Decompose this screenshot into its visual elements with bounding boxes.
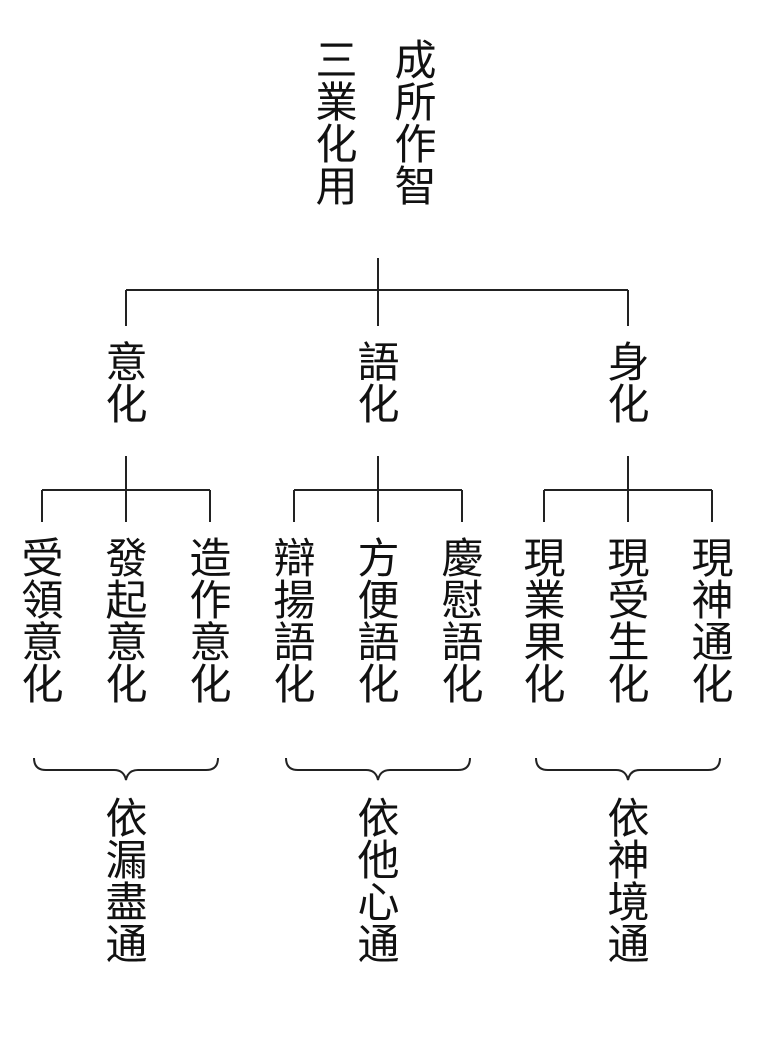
leaf-1-2: 發起意化 — [99, 536, 148, 704]
brace-1 — [33, 757, 219, 781]
brace-2 — [285, 757, 471, 781]
group-label-3: 依神境通 — [601, 796, 650, 964]
leaf-2-2: 方便語化 — [351, 536, 400, 704]
leaf-2-1: 辯揚語化 — [267, 536, 316, 704]
group-label-1: 依漏盡通 — [99, 796, 148, 964]
branch-label-2: 語化 — [351, 340, 400, 424]
leaf-1-3: 造作意化 — [183, 536, 232, 704]
brace-3 — [535, 757, 721, 781]
root-left-label: 三業化用 — [309, 38, 358, 206]
leaf-3-1: 現業果化 — [517, 536, 566, 704]
group-label-2: 依他心通 — [351, 796, 400, 964]
branch-label-1: 意化 — [99, 340, 148, 424]
leaf-3-2: 現受生化 — [601, 536, 650, 704]
branch-label-3: 身化 — [601, 340, 650, 424]
leaf-1-1: 受領意化 — [15, 536, 64, 704]
root-right-label: 成所作智 — [388, 38, 437, 206]
leaf-2-3: 慶慰語化 — [435, 536, 484, 704]
leaf-3-3: 現神通化 — [685, 536, 734, 704]
